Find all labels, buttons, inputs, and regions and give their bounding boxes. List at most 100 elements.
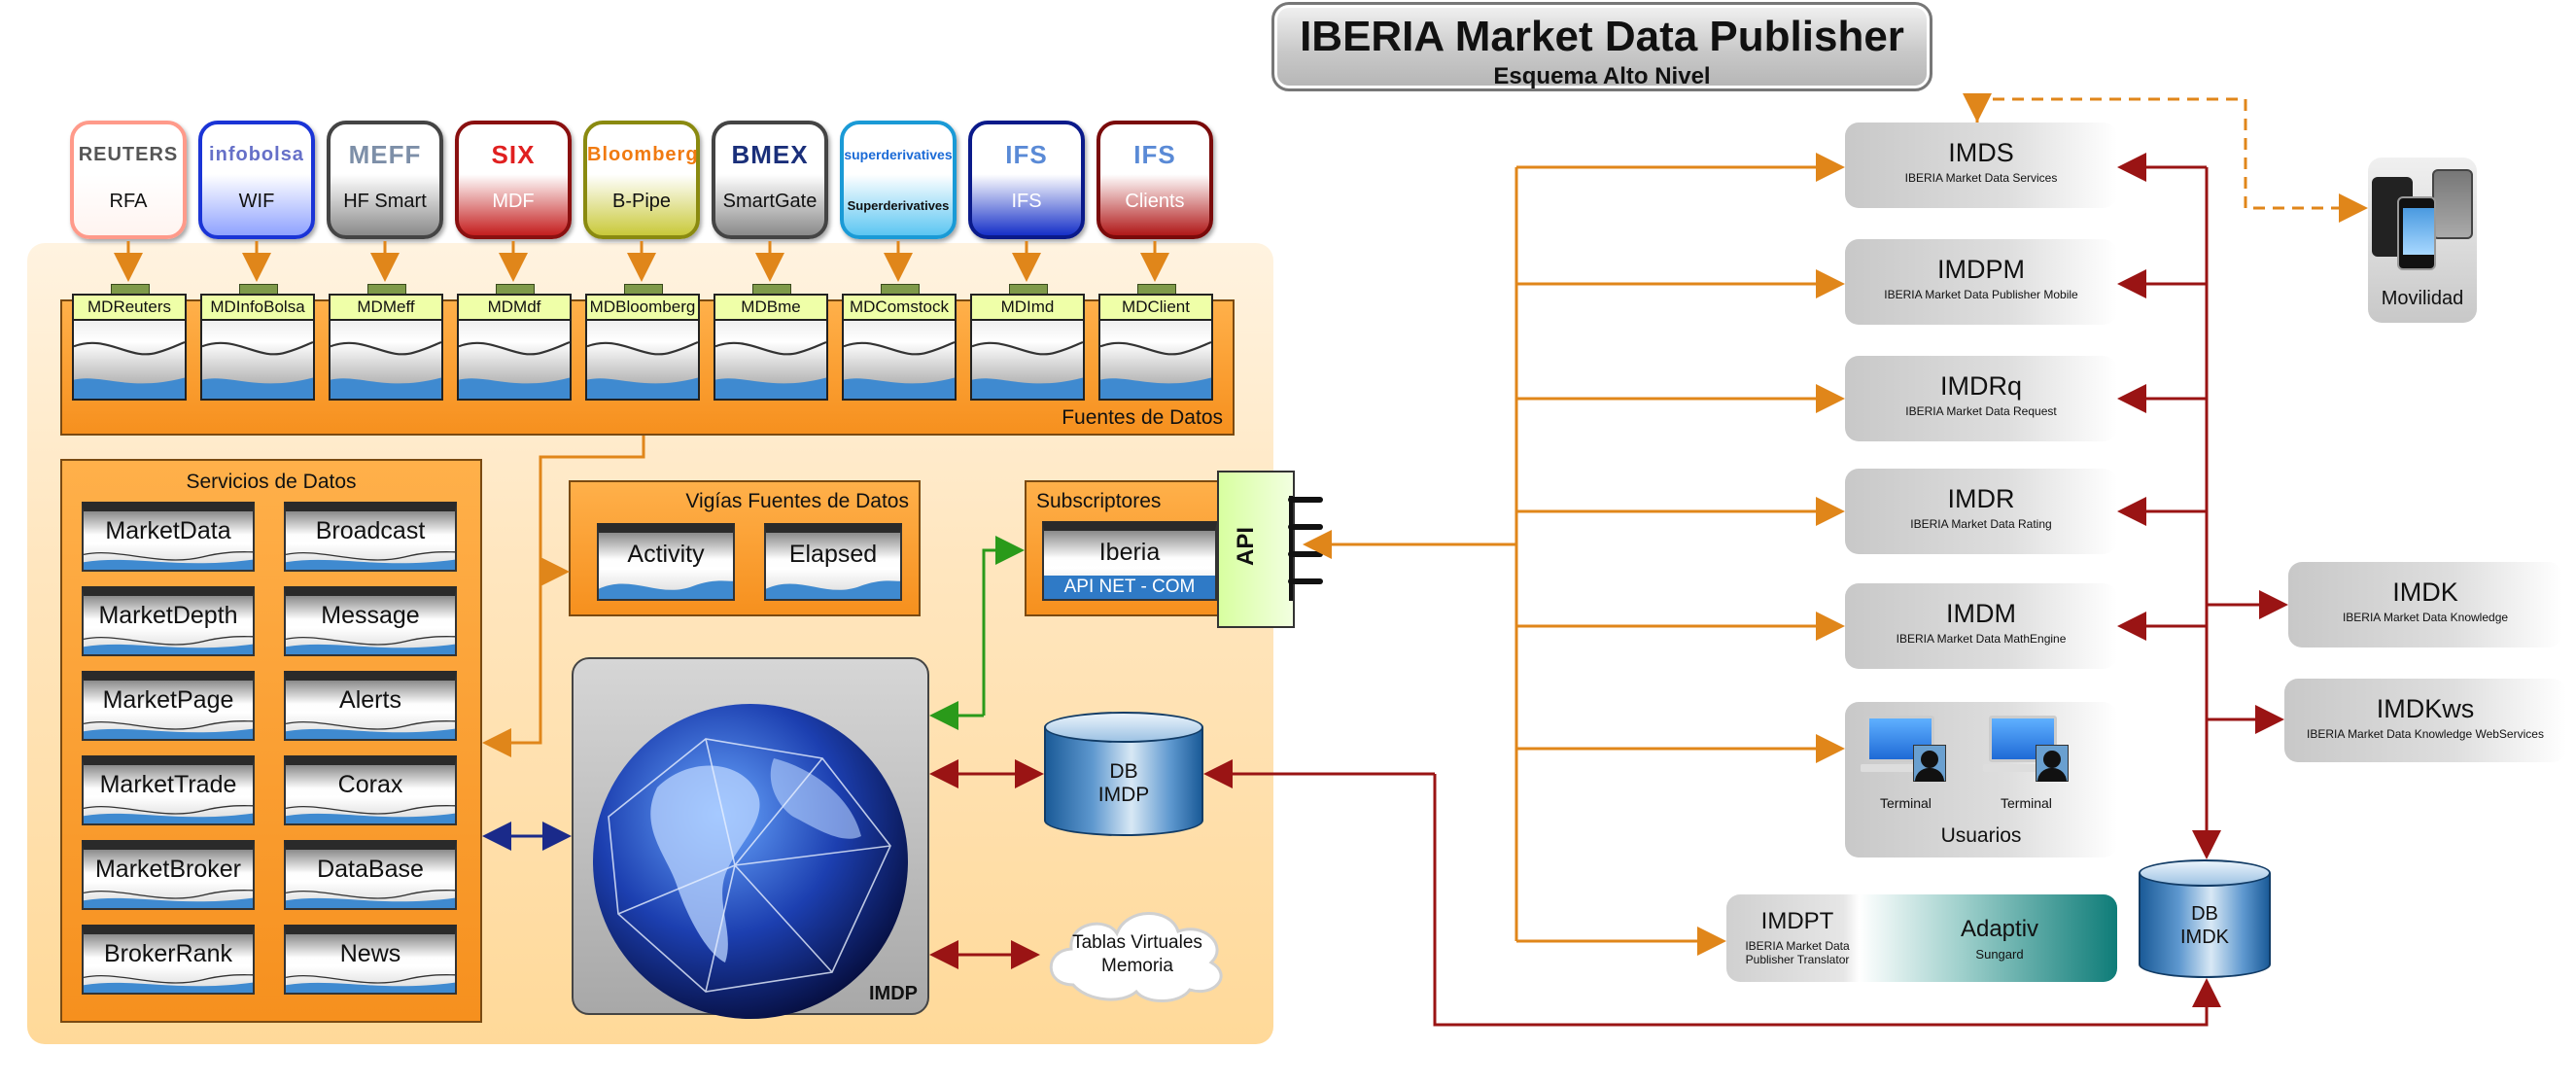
service-tile-broadcast: Broadcast — [284, 502, 457, 572]
md-module-mdbme: MDBme — [714, 294, 828, 401]
service-tile-label: Alerts — [339, 686, 401, 714]
service-tile-label: MarketPage — [102, 686, 234, 714]
movilidad-label: Movilidad — [2381, 288, 2464, 309]
md-module-label: MDBloomberg — [587, 296, 698, 321]
wave-icon — [286, 720, 455, 739]
service-tile-label: News — [339, 940, 401, 967]
source-label: Superderivatives — [847, 198, 950, 213]
service-tile-label: DataBase — [317, 856, 424, 883]
service-name: IMDS — [1948, 138, 2014, 167]
wave-icon — [459, 340, 570, 399]
wave-icon — [286, 551, 455, 570]
source-logo: REUTERS — [78, 144, 179, 165]
md-module-label: MDImd — [972, 296, 1083, 321]
elapsed-tile: Elapsed — [764, 523, 902, 601]
imdpt-name: IMDPT — [1760, 908, 1834, 934]
service-tile-label: MarketTrade — [99, 771, 237, 798]
source-label: HF Smart — [343, 191, 427, 212]
service-imdpm: IMDPM IBERIA Market Data Publisher Mobile — [1845, 239, 2117, 325]
terminal-icon — [1861, 716, 1946, 782]
wave-icon — [972, 340, 1083, 399]
db-imdp-line2: IMDP — [1097, 784, 1150, 806]
title-main: IBERIA Market Data Publisher — [1300, 13, 1904, 60]
subscriptores-title: Subscriptores — [1036, 490, 1162, 512]
wave-icon — [286, 636, 455, 654]
source-mdf: SIX MDF — [455, 121, 572, 239]
usuarios-box: Terminal Terminal Usuarios — [1845, 702, 2117, 858]
service-tile-alerts: Alerts — [284, 671, 457, 741]
service-tile-corax: Corax — [284, 755, 457, 825]
service-tile-label: Broadcast — [315, 517, 426, 544]
service-tile-marketdata: MarketData — [82, 502, 255, 572]
wave-icon — [84, 890, 253, 908]
source-logo: SIX — [491, 140, 536, 169]
service-name: IMDPM — [1937, 255, 2025, 284]
md-module-mdmeff: MDMeff — [329, 294, 443, 401]
vigias-title: Vigías Fuentes de Datos — [685, 490, 909, 512]
wave-icon — [331, 340, 441, 399]
service-tile-marketpage: MarketPage — [82, 671, 255, 741]
md-module-label: MDInfoBolsa — [202, 296, 313, 321]
service-desc: IBERIA Market Data Services — [1904, 171, 2058, 185]
service-tile-database: DataBase — [284, 840, 457, 910]
service-tile-markettrade: MarketTrade — [82, 755, 255, 825]
phone-icon — [2432, 169, 2473, 239]
db-imdk-cylinder: DB IMDK — [2139, 873, 2271, 978]
wave-icon — [84, 720, 253, 739]
imdkws-box: IMDKws IBERIA Market Data Knowledge WebS… — [2284, 679, 2566, 762]
db-imdp-cylinder: DB IMDP — [1044, 727, 1203, 836]
source-logo: IFS — [1133, 140, 1176, 169]
wave-icon — [286, 805, 455, 823]
md-module-mdreuters: MDReuters — [72, 294, 187, 401]
service-imds: IMDS IBERIA Market Data Services — [1845, 122, 2117, 208]
phone-icon — [2397, 196, 2436, 270]
service-name: IMDM — [1946, 599, 2016, 628]
db-imdp-line1: DB — [1109, 760, 1138, 783]
db-imdp-text: DB IMDP — [1046, 760, 1201, 807]
db-imdk-top — [2139, 859, 2271, 887]
source-label: SmartGate — [722, 191, 818, 212]
imdk-name: IMDK — [2392, 578, 2458, 607]
service-tile-news: News — [284, 925, 457, 995]
db-imdp-top — [1044, 712, 1203, 743]
wave-icon — [84, 805, 253, 823]
iberia-label: Iberia — [1098, 539, 1161, 566]
source-logo: IFS — [1005, 140, 1048, 169]
service-tile-label: Corax — [337, 771, 403, 798]
wave-icon — [74, 340, 185, 399]
service-desc: IBERIA Market Data Publisher Mobile — [1884, 288, 2078, 301]
md-module-mdcomstock: MDComstock — [842, 294, 957, 401]
api-label: API — [1233, 527, 1259, 567]
imdkws-desc: IBERIA Market Data Knowledge WebServices — [2307, 727, 2544, 741]
usuarios-label: Usuarios — [1940, 824, 2022, 847]
source-logo: BMEX — [731, 140, 809, 169]
service-desc: IBERIA Market Data Request — [1905, 404, 2057, 418]
terminal2-label: Terminal — [2001, 795, 2052, 811]
md-module-mdimd: MDImd — [970, 294, 1085, 401]
wave-icon — [286, 890, 455, 908]
source-label: B-Pipe — [611, 191, 672, 212]
service-name: IMDRq — [1939, 371, 2022, 401]
source-label: MDF — [492, 191, 535, 212]
globe-icon — [593, 704, 908, 1019]
source-label: WIF — [238, 191, 275, 212]
adaptiv-name: Adaptiv — [1960, 916, 2039, 942]
md-module-label: MDBme — [715, 296, 826, 321]
wave-icon — [84, 974, 253, 993]
service-desc: IBERIA Market Data Rating — [1910, 517, 2052, 531]
imdp-label: IMDP — [869, 983, 918, 1004]
md-module-label: MDMdf — [459, 296, 570, 321]
title-sub: Esquema Alto Nivel — [1493, 63, 1711, 89]
service-tile-label: MarketBroker — [94, 856, 242, 883]
activity-tile: Activity — [597, 523, 735, 601]
service-tile-marketdepth: MarketDepth — [82, 586, 255, 656]
source-logo: MEFF — [348, 140, 422, 169]
